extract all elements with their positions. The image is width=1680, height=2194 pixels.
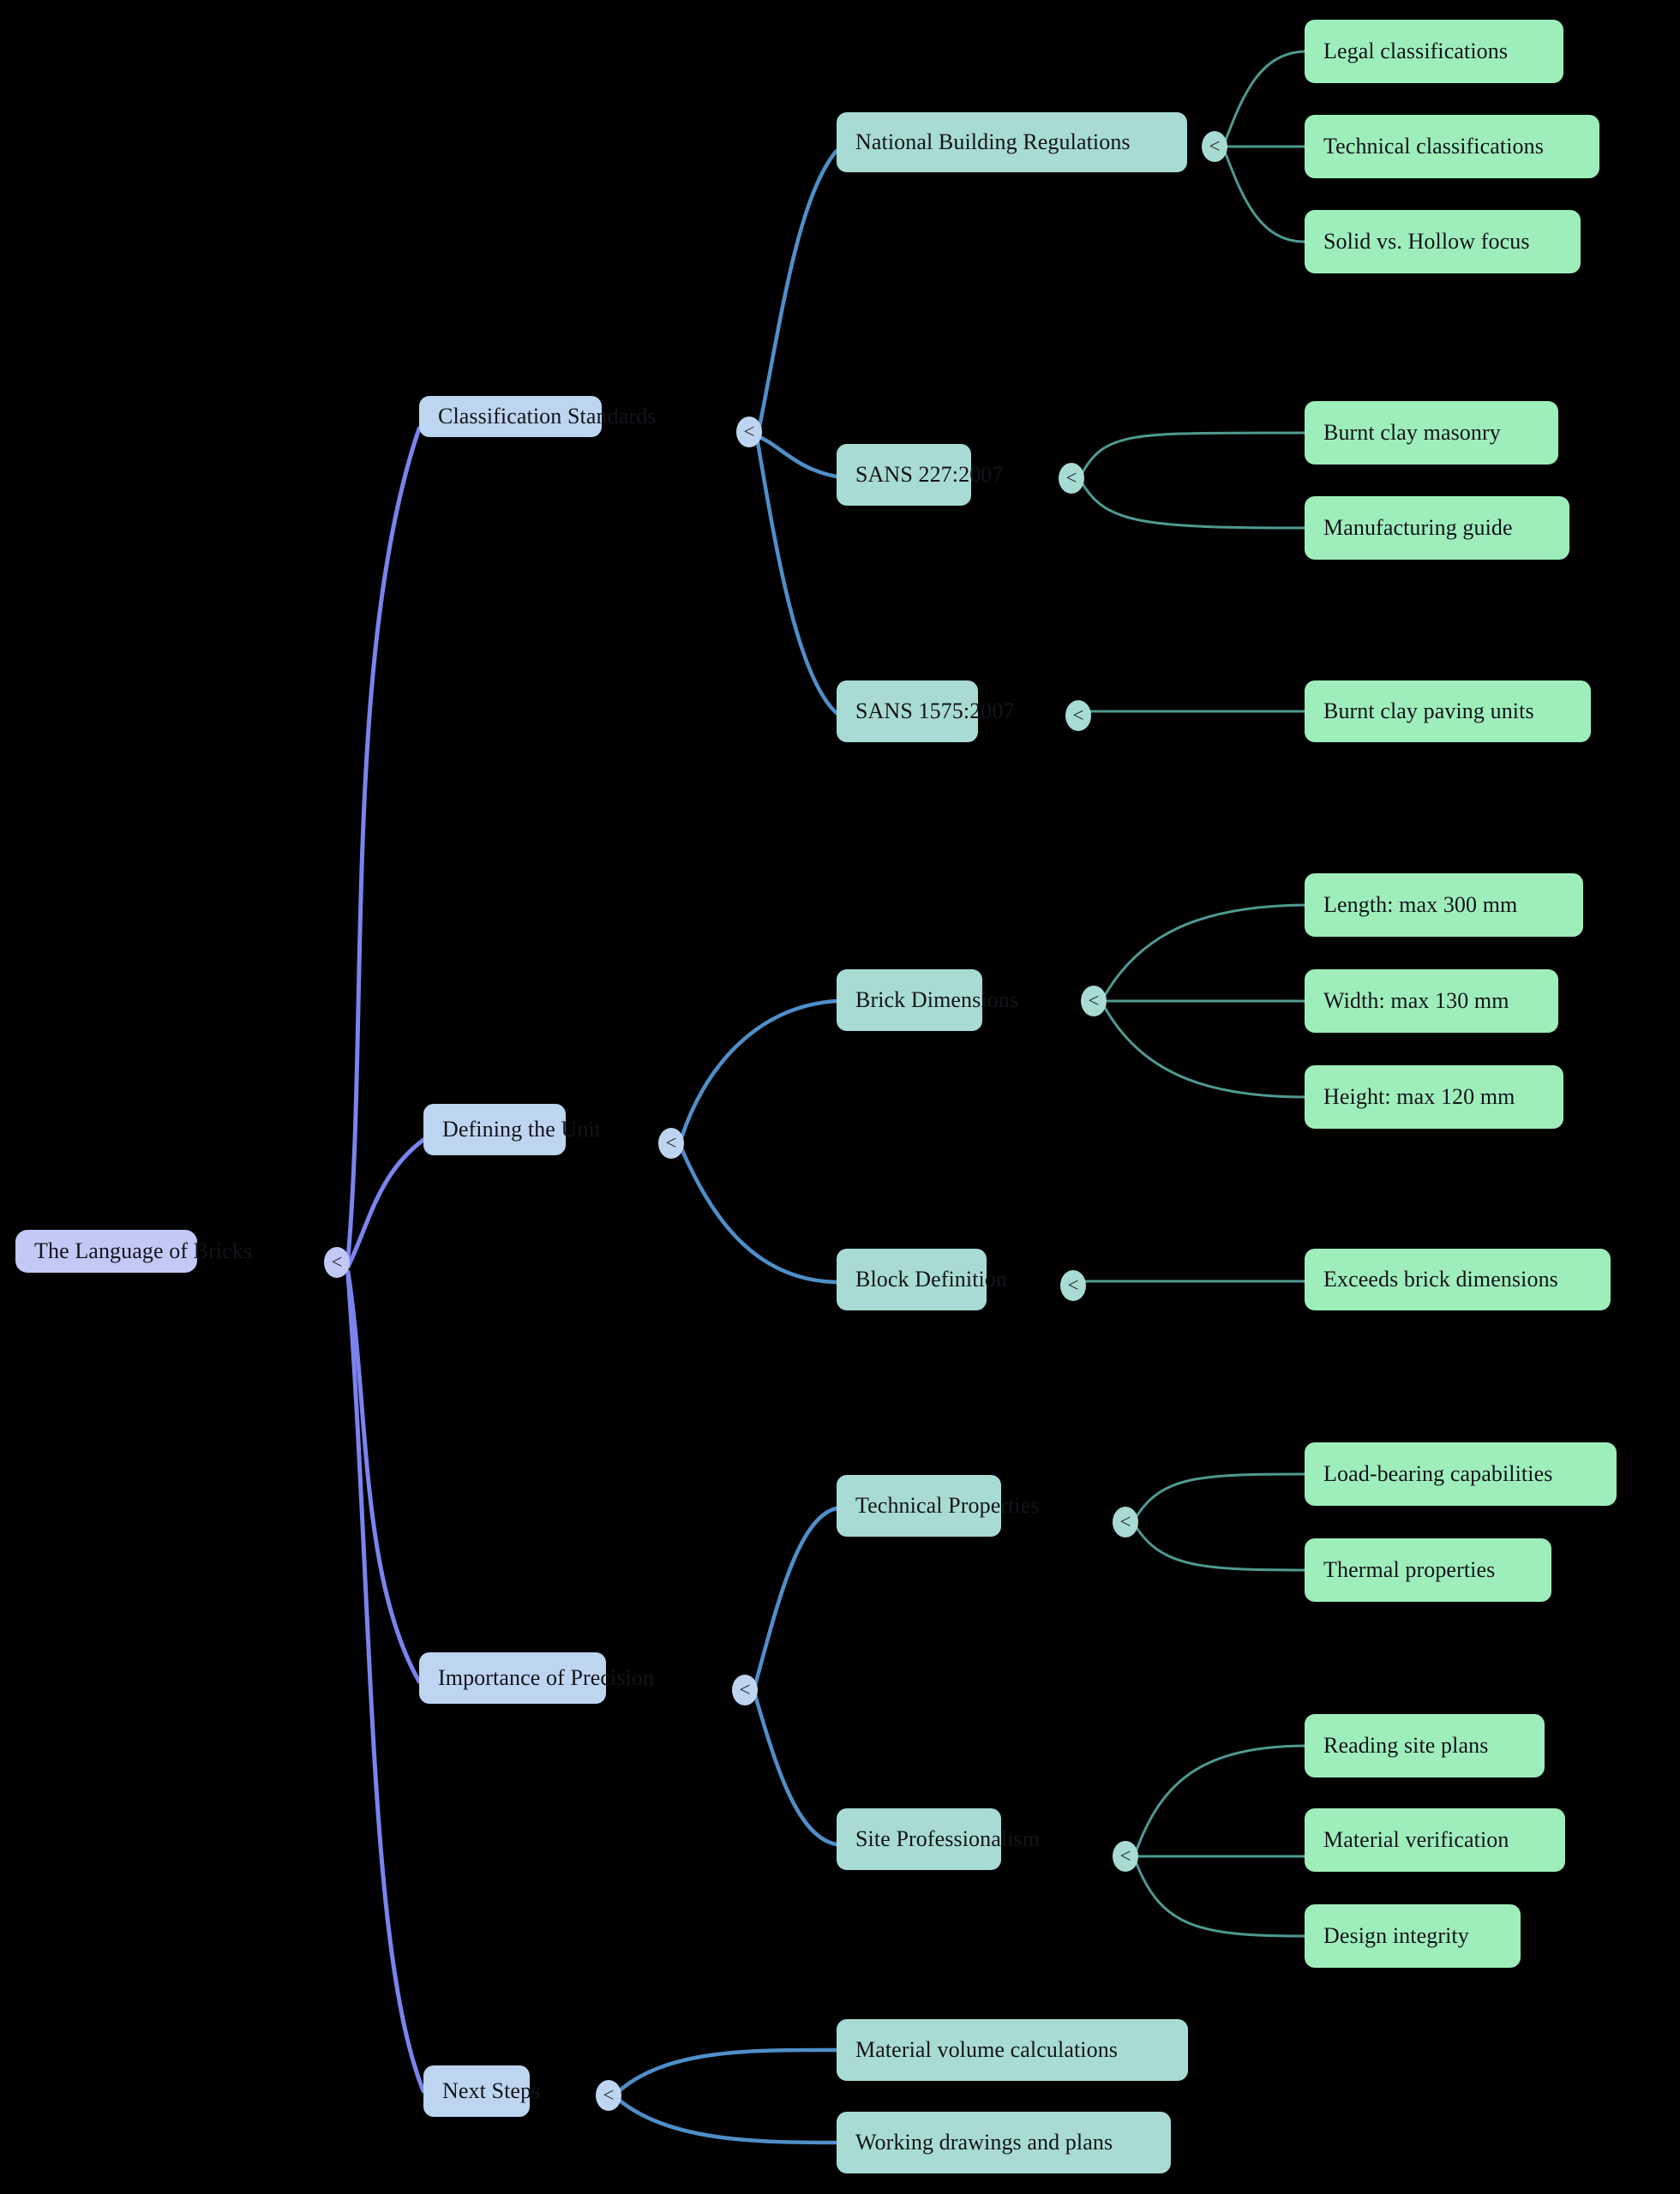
edge-tg-b1c1-to-b1c1g1	[1223, 50, 1306, 144]
mindmap-node-label: Solid vs. Hollow focus	[1323, 228, 1530, 254]
mindmap-node-label: Burnt clay paving units	[1323, 698, 1534, 723]
edge-tg-b4-to-b4c1	[616, 2047, 839, 2094]
mindmap-node-label: Next Steps	[442, 2077, 541, 2103]
mindmap-node-b1c1[interactable]: National Building Regulations	[837, 112, 1187, 172]
mindmap-node-b1c1g1[interactable]: Legal classifications	[1305, 20, 1563, 83]
mindmap-node-label: Material volume calculations	[855, 2036, 1119, 2062]
mindmap-node-b1c2[interactable]: SANS 227:2007	[837, 444, 1003, 506]
collapse-toggle-b1c1[interactable]: <	[1202, 131, 1227, 162]
edge-tg-root-to-b3	[345, 1269, 422, 1684]
edge-tg-b1c2-to-b1c2g2	[1080, 481, 1306, 530]
mindmap-node-b1c3g1[interactable]: Burnt clay paving units	[1305, 680, 1591, 742]
mindmap-node-label: Technical Properties	[855, 1492, 1040, 1518]
mindmap-node-b1[interactable]: Classification Standards	[419, 396, 656, 437]
mindmap-node-b2c1g3[interactable]: Height: max 120 mm	[1305, 1065, 1563, 1129]
edge-tg-b3c1-to-b3c1g1	[1134, 1472, 1306, 1520]
collapse-toggle-b1c2[interactable]: <	[1059, 463, 1084, 494]
mindmap-node-b3c2g2[interactable]: Material verification	[1305, 1808, 1565, 1872]
mindmap-node-b1c2g1[interactable]: Burnt clay masonry	[1305, 401, 1558, 465]
edge-tg-b1-to-b1c1	[757, 148, 839, 429]
mindmap-node-label: Material verification	[1323, 1826, 1509, 1852]
collapse-toggle-b4[interactable]: <	[596, 2080, 621, 2111]
mindmap-node-b4c1[interactable]: Material volume calculations	[837, 2019, 1188, 2081]
mindmap-node-label: Technical classifications	[1323, 133, 1544, 159]
edge-tg-b1-to-b1c2	[757, 435, 839, 479]
mindmap-node-label: Block Definition	[855, 1266, 1008, 1292]
collapse-toggle-b3c2[interactable]: <	[1113, 1841, 1138, 1872]
mindmap-node-b3c1g1[interactable]: Load-bearing capabilities	[1305, 1442, 1617, 1506]
edge-tg-b1c2-to-b1c2g1	[1080, 431, 1306, 476]
mindmap-node-label: National Building Regulations	[855, 129, 1131, 154]
edge-tg-root-to-b1	[345, 426, 422, 1261]
mindmap-node-b2c1g2[interactable]: Width: max 130 mm	[1305, 969, 1558, 1033]
mindmap-node-label: Height: max 120 mm	[1323, 1083, 1515, 1109]
collapse-toggle-b1c3[interactable]: <	[1065, 700, 1091, 731]
collapse-toggle-b2c2[interactable]: <	[1060, 1270, 1086, 1301]
mindmap-node-label: Load-bearing capabilities	[1323, 1460, 1553, 1486]
collapse-toggle-b3c1[interactable]: <	[1113, 1507, 1138, 1538]
mindmap-node-b2[interactable]: Defining the Unit	[423, 1104, 601, 1155]
mindmap-node-label: Length: max 300 mm	[1323, 891, 1518, 917]
mindmap-node-b1c3[interactable]: SANS 1575:2007	[837, 680, 1015, 742]
mindmap-node-b4c2[interactable]: Working drawings and plans	[837, 2112, 1171, 2173]
collapse-toggle-root[interactable]: <	[324, 1247, 350, 1278]
collapse-toggle-b3[interactable]: <	[732, 1675, 758, 1705]
mindmap-node-label: Design integrity	[1323, 1922, 1469, 1948]
mindmap-node-label: Site Professionalism	[855, 1825, 1041, 1851]
edge-tg-b3c1-to-b3c1g2	[1134, 1525, 1306, 1572]
edge-tg-b2-to-b2c2	[679, 1146, 839, 1285]
edge-tg-b3c2-to-b3c2g1	[1134, 1744, 1306, 1854]
mindmap-node-label: Defining the Unit	[442, 1116, 602, 1142]
edge-tg-b3c2-to-b3c2g3	[1134, 1860, 1306, 1938]
mindmap-node-label: Working drawings and plans	[855, 2129, 1113, 2155]
mindmap-node-label: The Language of Bricks	[34, 1238, 253, 1263]
mindmap-node-label: Reading site plans	[1323, 1732, 1489, 1758]
mindmap-node-label: Exceeds brick dimensions	[1323, 1266, 1558, 1292]
mindmap-node-b3c2g1[interactable]: Reading site plans	[1305, 1714, 1545, 1777]
mindmap-node-b1c1g3[interactable]: Solid vs. Hollow focus	[1305, 210, 1581, 273]
edge-tg-b2-to-b2c1	[679, 998, 839, 1141]
collapse-toggle-b1[interactable]: <	[736, 417, 762, 447]
mindmap-node-b3c2g3[interactable]: Design integrity	[1305, 1904, 1521, 1968]
mindmap-node-label: Thermal properties	[1323, 1556, 1496, 1582]
mindmap-node-b4[interactable]: Next Steps	[423, 2065, 540, 2117]
mindmap-node-label: Legal classifications	[1323, 38, 1509, 63]
mindmap-node-b3[interactable]: Importance of Precision	[419, 1652, 654, 1704]
mindmap-node-label: SANS 1575:2007	[855, 698, 1015, 723]
edge-tg-b4-to-b4c2	[616, 2097, 839, 2145]
edge-tg-b3-to-b3c1	[753, 1506, 839, 1687]
mindmap-node-b3c1[interactable]: Technical Properties	[837, 1475, 1040, 1537]
mindmap-node-b3c1g2[interactable]: Thermal properties	[1305, 1538, 1551, 1602]
mindmap-node-label: Width: max 130 mm	[1323, 987, 1509, 1013]
edge-tg-root-to-b4	[345, 1272, 426, 2094]
edge-tg-b1c1-to-b1c1g3	[1223, 150, 1306, 243]
mindmap-node-b3c2[interactable]: Site Professionalism	[837, 1808, 1040, 1870]
mindmap-node-b2c1[interactable]: Brick Dimensions	[837, 969, 1018, 1031]
mindmap-node-b1c1g2[interactable]: Technical classifications	[1305, 115, 1599, 178]
mindmap-node-label: Burnt clay masonry	[1323, 419, 1501, 445]
mindmap-node-b2c2g1[interactable]: Exceeds brick dimensions	[1305, 1249, 1611, 1310]
mindmap-node-root[interactable]: The Language of Bricks	[15, 1230, 252, 1273]
mindmap-node-b1c2g2[interactable]: Manufacturing guide	[1305, 496, 1569, 560]
mindmap-node-label: Manufacturing guide	[1323, 514, 1513, 540]
edge-tg-b2c1-to-b2c1g3	[1102, 1004, 1306, 1099]
mindmap-node-b2c1g1[interactable]: Length: max 300 mm	[1305, 873, 1583, 937]
edge-tg-root-to-b2	[345, 1137, 426, 1269]
mindmap-node-label: Brick Dimensions	[855, 986, 1019, 1012]
edge-tg-b2c1-to-b2c1g1	[1102, 903, 1306, 998]
mindmap-node-label: Importance of Precision	[438, 1664, 655, 1690]
edge-tg-b3-to-b3c2	[753, 1693, 839, 1847]
collapse-toggle-b2[interactable]: <	[658, 1128, 684, 1159]
mindmap-node-label: SANS 227:2007	[855, 461, 1004, 487]
mindmap-node-label: Classification Standards	[438, 403, 657, 429]
edge-tg-b1-to-b1c3	[755, 440, 839, 716]
mindmap-node-b2c2[interactable]: Block Definition	[837, 1249, 1007, 1310]
collapse-toggle-b2c1[interactable]: <	[1081, 986, 1107, 1016]
